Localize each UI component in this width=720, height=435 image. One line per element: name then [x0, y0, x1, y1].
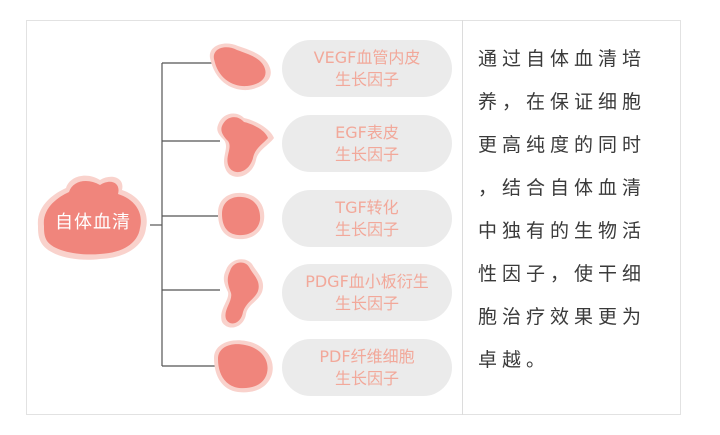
description-line-7: 胞治疗效果更为 — [478, 306, 647, 328]
factor-label-3-line2: 生长因子 — [334, 219, 399, 239]
connectors — [150, 62, 220, 367]
description-line-5: 中独有的生物活 — [478, 220, 647, 242]
factor-label-1: VEGF血管内皮 生长因子 — [282, 40, 452, 97]
factor-label-2-line2: 生长因子 — [334, 144, 399, 164]
description-line-1: 通过自体血清培 — [478, 48, 647, 70]
description-line-2: 养，在保证细胞 — [478, 91, 647, 113]
column-divider — [462, 20, 463, 415]
description-line-3: 更高纯度的同时 — [478, 134, 647, 156]
factor-label-4-line1: PDGF血小板衍生 — [305, 271, 429, 291]
factor-label-4-line2: 生长因子 — [334, 293, 399, 313]
description-line-8: 卓越。 — [478, 349, 551, 371]
factor-blob-4 — [221, 259, 264, 328]
factor-label-1-line2: 生长因子 — [334, 69, 399, 89]
description-text: 通过自体血清培 养，在保证细胞 更高纯度的同时 ，结合自体血清 中独有的生物活 … — [478, 38, 673, 382]
factor-label-5-line1: PDF纤维细胞 — [319, 346, 415, 366]
factor-blob-1 — [209, 43, 271, 91]
factor-label-5-line2: 生长因子 — [334, 368, 399, 388]
factor-label-2-line1: EGF表皮 — [335, 122, 399, 142]
diagram-frame — [26, 20, 681, 415]
factor-label-3-line1: TGF转化 — [335, 197, 399, 217]
factor-label-5: PDF纤维细胞 生长因子 — [282, 339, 452, 396]
factor-label-3: TGF转化 生长因子 — [282, 190, 452, 247]
factor-blob-2 — [217, 113, 274, 177]
factor-blob-3 — [218, 192, 265, 240]
center-blob — [43, 180, 141, 255]
description-line-6: 性因子，使干细 — [478, 263, 647, 285]
factor-blob-5 — [214, 340, 273, 393]
center-label: 自体血清 — [55, 212, 131, 233]
description-line-4: ，结合自体血清 — [478, 177, 647, 199]
factor-label-4: PDGF血小板衍生 生长因子 — [282, 264, 452, 321]
factor-label-1-line1: VEGF血管内皮 — [313, 47, 421, 67]
factor-label-2: EGF表皮 生长因子 — [282, 115, 452, 172]
